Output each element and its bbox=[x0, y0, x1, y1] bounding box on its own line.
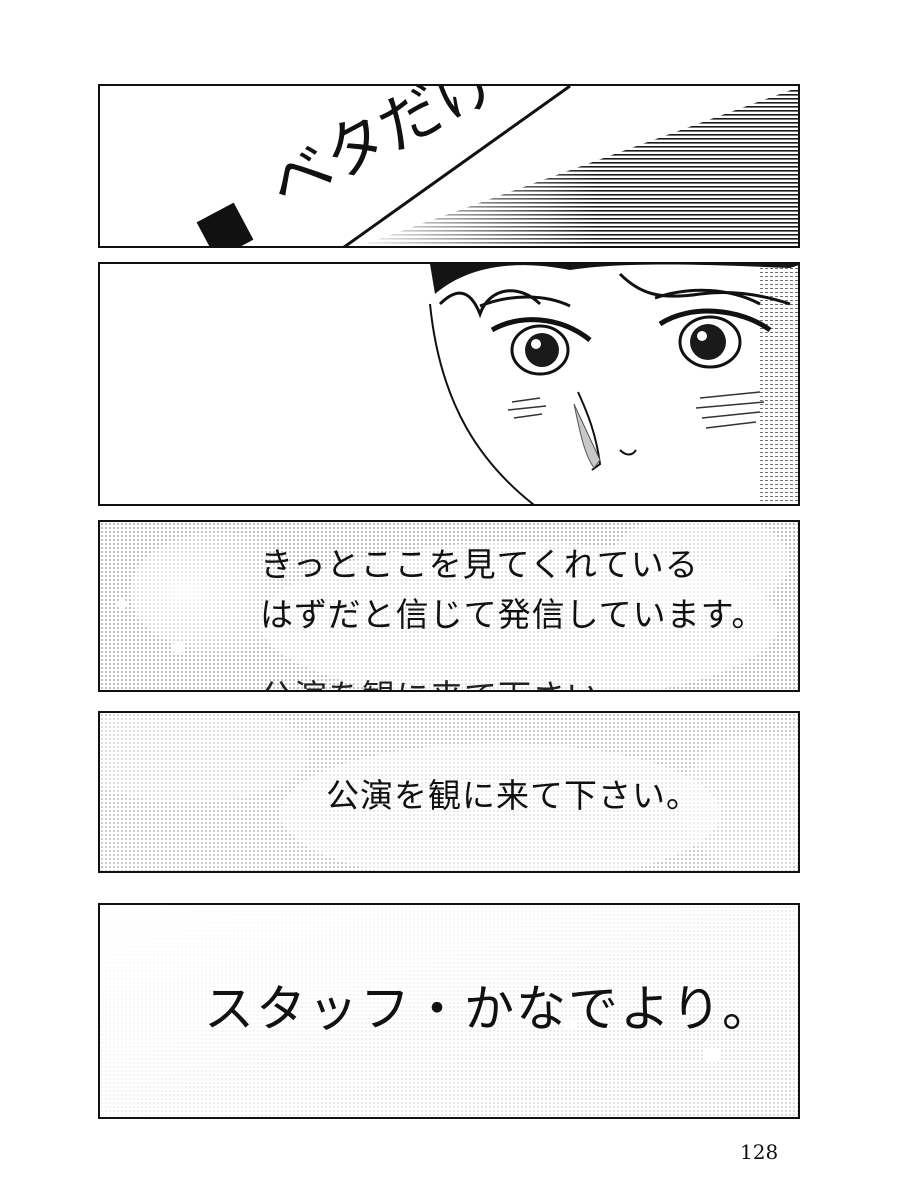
message-line-visit: 公演を観に来て下さい。 bbox=[326, 776, 700, 815]
screentone-background bbox=[100, 522, 798, 690]
signature-line: スタッフ・かなでより。 bbox=[204, 980, 774, 1038]
screentone-background-2 bbox=[100, 713, 798, 871]
panel-top-banner: ベタだけど bbox=[98, 84, 800, 248]
panel-signature: スタッフ・かなでより。 bbox=[98, 903, 800, 1119]
panel-face-closeup bbox=[98, 262, 800, 506]
page-number: 128 bbox=[740, 1140, 779, 1164]
message-cutoff-line: 公演を観に来て下さい。 bbox=[260, 670, 634, 690]
panel-message-1: きっとここを見てくれている はずだと信じて発信しています。 公演を観に来て下さい… bbox=[98, 520, 800, 692]
message-line-2: はずだと信じて発信しています。 bbox=[260, 595, 766, 634]
message-line-1: きっとここを見てくれている bbox=[260, 545, 699, 584]
face-illustration bbox=[429, 264, 798, 504]
banner-hatching-art bbox=[343, 86, 798, 246]
soft-screentone-background bbox=[100, 905, 798, 1117]
panel-message-2: 公演を観に来て下さい。 bbox=[98, 711, 800, 873]
